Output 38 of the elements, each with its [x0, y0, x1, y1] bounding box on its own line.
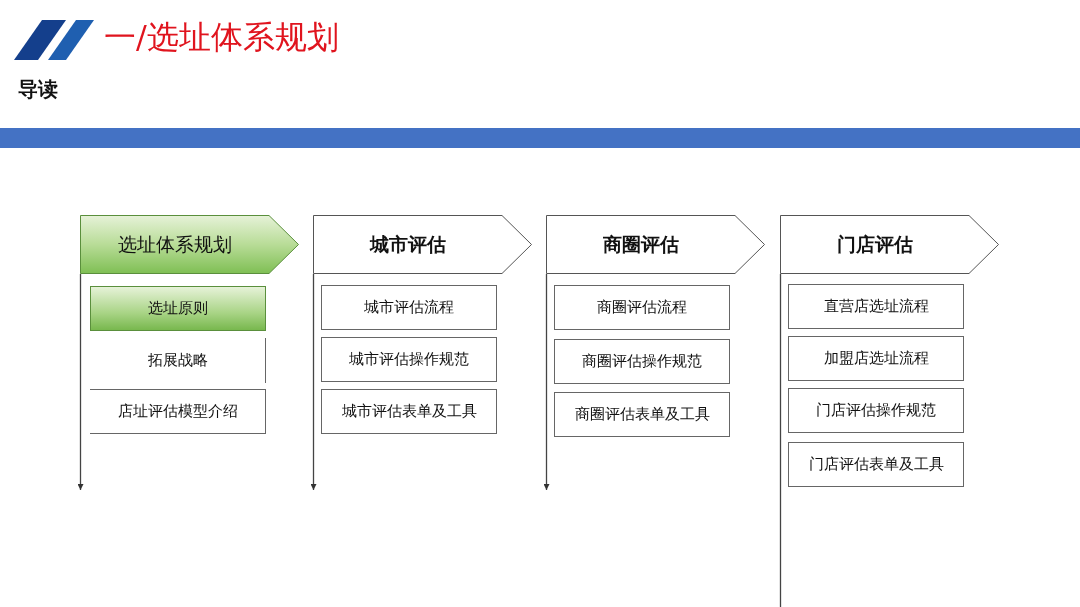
section-label: 导读 — [18, 76, 58, 103]
chevron-header — [313, 215, 532, 274]
item-box — [90, 389, 266, 434]
item-label: 城市评估表单及工具 — [341, 402, 477, 421]
header-text: 门店评估 — [836, 231, 913, 257]
header-text: 城市评估 — [369, 231, 446, 257]
item-label: 直营店选址流程 — [823, 297, 929, 316]
chevron-header — [80, 215, 299, 274]
item-box — [788, 442, 964, 487]
timeline-arrow — [77, 273, 84, 491]
item-label: 门店评估操作规范 — [816, 401, 936, 420]
item-box — [554, 392, 730, 437]
item-label: 店址评估模型介绍 — [117, 402, 238, 421]
item-label: 商圈评估操作规范 — [582, 352, 702, 371]
header-text: 商圈评估 — [602, 231, 679, 257]
item-box — [321, 285, 497, 330]
item-label: 加盟店选址流程 — [823, 349, 929, 368]
item-box — [554, 285, 730, 330]
item-label: 商圈评估表单及工具 — [574, 405, 710, 424]
item-box — [321, 389, 497, 434]
timeline-arrow — [543, 273, 550, 491]
item-label: 商圈评估流程 — [597, 298, 687, 317]
item-box — [788, 336, 964, 381]
item-label: 城市评估操作规范 — [349, 350, 469, 369]
timeline-arrow — [310, 273, 317, 491]
item-box — [788, 388, 964, 433]
item-label: 选址原则 — [148, 299, 208, 318]
item-box — [788, 284, 964, 329]
item-box — [321, 337, 497, 382]
item-label: 拓展战略 — [147, 351, 208, 370]
chevron-header — [546, 215, 765, 274]
header-text: 选址体系规划 — [117, 231, 232, 257]
item-box — [554, 339, 730, 384]
item-box — [90, 286, 266, 331]
item-label: 门店评估表单及工具 — [808, 455, 944, 474]
item-label: 城市评估流程 — [364, 298, 454, 317]
chevron-header — [780, 215, 999, 274]
title: 一/选址体系规划 — [104, 17, 339, 58]
